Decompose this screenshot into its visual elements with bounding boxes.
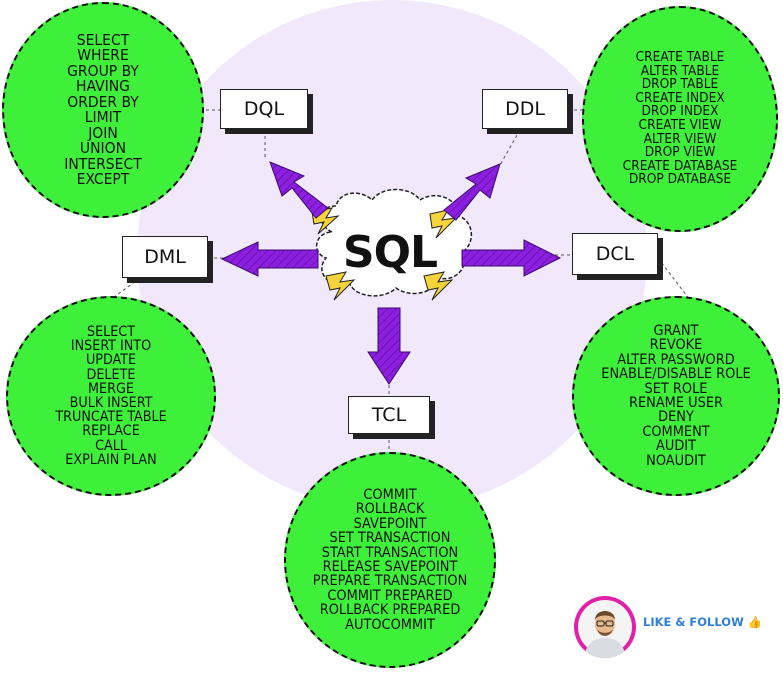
command-item: AUTOCOMMIT bbox=[345, 616, 435, 633]
command-item: DROP DATABASE bbox=[628, 171, 732, 188]
command-item: CALL bbox=[95, 437, 127, 454]
avatar-portrait-icon bbox=[578, 600, 632, 658]
command-item: ALTER VIEW bbox=[643, 130, 717, 147]
command-item: DROP VIEW bbox=[644, 144, 716, 161]
command-item: UPDATE bbox=[85, 352, 137, 369]
command-item: SET ROLE bbox=[644, 380, 708, 397]
author-avatar[interactable] bbox=[574, 596, 636, 658]
command-item: CREATE TABLE bbox=[635, 49, 725, 66]
command-item: CREATE INDEX bbox=[635, 89, 725, 106]
command-item: SAVEPOINT bbox=[353, 515, 427, 532]
arrow-dql bbox=[269, 161, 329, 219]
command-item: ENABLE/DISABLE ROLE bbox=[601, 366, 751, 383]
command-item: GRANT bbox=[653, 322, 699, 339]
category-box-dcl: DCL bbox=[572, 233, 658, 275]
command-item: ALTER PASSWORD bbox=[617, 351, 735, 368]
command-item: DROP INDEX bbox=[641, 103, 719, 120]
command-item: EXCEPT bbox=[76, 170, 130, 188]
command-bubble-tcl: COMMIT ROLLBACK SAVEPOINT SET TRANSACTIO… bbox=[284, 452, 496, 668]
command-item: WHERE bbox=[77, 46, 129, 64]
command-item: COMMIT bbox=[363, 486, 417, 503]
bolt-bottom-right-icon bbox=[423, 271, 454, 301]
command-item: NOAUDIT bbox=[646, 452, 706, 469]
command-item: JOIN bbox=[88, 123, 118, 142]
command-item: SET TRANSACTION bbox=[329, 530, 451, 547]
command-item: SELECT bbox=[86, 323, 136, 340]
arrow-tcl bbox=[367, 307, 411, 385]
arrow-dml bbox=[220, 241, 319, 277]
sql-title: SQL bbox=[342, 226, 438, 278]
command-item: AUDIT bbox=[655, 438, 697, 455]
bolt-bottom-left-icon bbox=[325, 271, 356, 301]
command-item: ROLLBACK PREPARED bbox=[319, 602, 461, 619]
command-item: PREPARE TRANSACTION bbox=[312, 573, 468, 590]
category-box-dml: DML bbox=[122, 236, 208, 278]
command-item: COMMIT PREPARED bbox=[327, 587, 453, 604]
command-item: COMMENT bbox=[642, 423, 710, 440]
thumbs-up-icon: 👍 bbox=[747, 615, 763, 629]
command-item: HAVING bbox=[76, 77, 130, 95]
command-bubble-ddl: CREATE TABLE ALTER TABLE DROP TABLE CREA… bbox=[582, 6, 778, 232]
command-item: ALTER TABLE bbox=[640, 62, 720, 79]
command-item: LIMIT bbox=[84, 108, 122, 126]
command-item: DROP TABLE bbox=[641, 76, 719, 93]
command-item: EXPLAIN PLAN bbox=[65, 451, 157, 468]
command-item: ORDER BY bbox=[67, 92, 139, 111]
arrow-dcl bbox=[461, 239, 562, 277]
command-item: INTERSECT bbox=[64, 154, 142, 173]
command-item: CREATE DATABASE bbox=[622, 157, 738, 174]
category-box-ddl: DDL bbox=[482, 89, 568, 129]
category-box-tcl: TCL bbox=[348, 396, 430, 434]
command-item: GROUP BY bbox=[67, 61, 139, 80]
command-item: MERGE bbox=[88, 380, 134, 397]
command-item: DENY bbox=[658, 409, 694, 426]
command-item: UNION bbox=[79, 139, 127, 157]
command-item: TRUNCATE TABLE bbox=[55, 409, 167, 426]
command-item: BULK INSERT bbox=[69, 395, 153, 411]
like-follow-text: LIKE & FOLLOW bbox=[643, 615, 744, 629]
arrows bbox=[220, 161, 562, 385]
command-bubble-dql: SELECT WHERE GROUP BY HAVING ORDER BY LI… bbox=[2, 2, 204, 218]
arrow-ddl bbox=[443, 163, 501, 221]
command-bubble-dml: SELECT INSERT INTO UPDATE DELETE MERGE B… bbox=[6, 296, 216, 496]
command-item: CREATE VIEW bbox=[638, 117, 722, 133]
command-item: START TRANSACTION bbox=[321, 544, 459, 561]
command-item: REVOKE bbox=[649, 337, 703, 354]
command-item: ROLLBACK bbox=[355, 501, 425, 518]
command-item: SELECT bbox=[76, 30, 130, 49]
like-follow-link[interactable]: LIKE & FOLLOW 👍 bbox=[643, 615, 762, 629]
command-item: RENAME USER bbox=[628, 395, 724, 411]
command-item: DELETE bbox=[86, 366, 136, 383]
command-item: REPLACE bbox=[82, 423, 140, 440]
command-bubble-dcl: GRANT REVOKE ALTER PASSWORD ENABLE/DISAB… bbox=[572, 296, 780, 496]
category-box-dql: DQL bbox=[220, 89, 308, 129]
command-item: RELEASE SAVEPOINT bbox=[322, 559, 458, 575]
command-item: INSERT INTO bbox=[70, 338, 152, 355]
